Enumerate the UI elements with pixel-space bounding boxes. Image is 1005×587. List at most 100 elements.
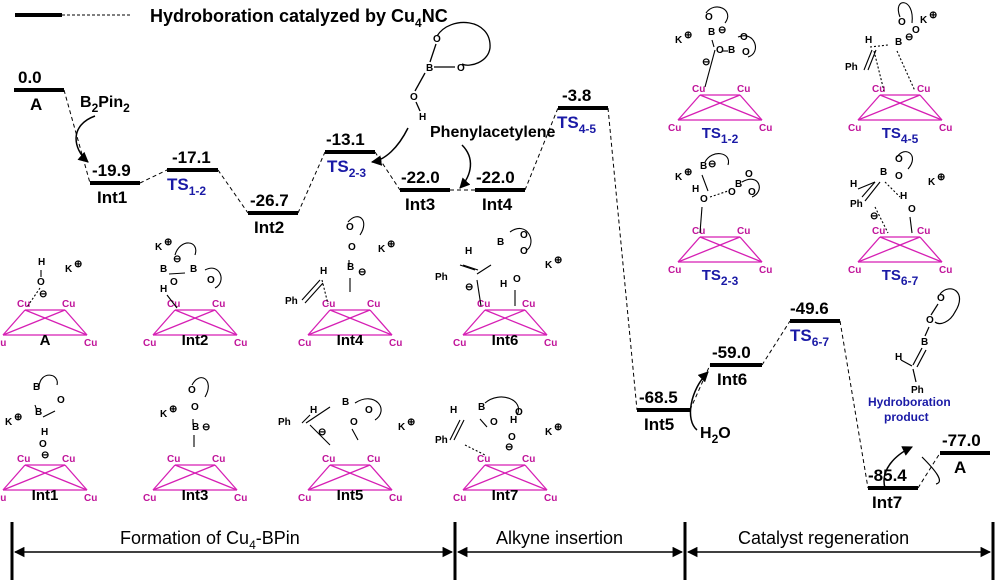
atom-label: ⊕: [14, 412, 22, 423]
atom-label: O: [348, 242, 356, 253]
atom-label: K: [675, 172, 683, 183]
reagent-phenylacetylene: Phenylacetylene: [430, 124, 556, 189]
atom-label: O: [365, 405, 373, 416]
atom-label: Ph: [845, 62, 858, 73]
cu-atom: Cu: [17, 454, 30, 465]
atom-label: B: [700, 161, 707, 172]
level-label-Aend: A: [954, 458, 966, 477]
cu-atom: Cu: [143, 338, 156, 349]
svg-text:O: O: [433, 34, 441, 45]
atom-label: H: [160, 284, 167, 295]
atom-label: H: [510, 415, 517, 426]
atom-label: ⊖: [708, 159, 716, 170]
atom-label: K: [928, 177, 936, 188]
connector-Int6-TS67: [761, 320, 791, 366]
atom-label: ⊖: [465, 282, 473, 293]
atom-label: K: [545, 260, 553, 271]
atom-label: ⊕: [554, 255, 562, 266]
atom-label: O: [520, 246, 528, 257]
atom-label: O: [508, 432, 516, 443]
svg-text:Hydroboration: Hydroboration: [868, 395, 951, 409]
energy-value-Int1: -19.9: [92, 161, 131, 180]
energy-value-Int7: -85.4: [868, 466, 907, 485]
atom-label: K: [675, 35, 683, 46]
atom-label: O: [57, 395, 65, 406]
atom-label: ⊖: [358, 267, 366, 278]
atom-label: ⊖: [202, 422, 210, 433]
ligand-A: HOK⊕⊖: [26, 257, 82, 308]
cu-atom: Cu: [212, 454, 225, 465]
energy-value-Int3: -22.0: [401, 168, 440, 187]
atom-label: O: [912, 25, 920, 36]
cu-atom: Cu: [668, 123, 681, 134]
energy-value-Int6: -59.0: [712, 343, 751, 362]
atom-label: ⊕: [407, 417, 415, 428]
atom-label: Ph: [285, 296, 298, 307]
atom-label: O: [170, 277, 178, 288]
atom-label: O: [745, 169, 753, 180]
atom-label: ⊕: [74, 259, 82, 270]
atom-label: ⊖: [718, 25, 726, 36]
atom-label: ⊕: [684, 167, 692, 178]
level-label-Int3: Int3: [405, 195, 435, 214]
cu-atom: Cu: [453, 493, 466, 504]
level-label-TS12: TS1-2: [167, 175, 206, 198]
svg-text:H: H: [419, 112, 426, 123]
phase-bar: Formation of Cu4-BPin Alkyne insertion C…: [10, 522, 995, 580]
cu-atom: Cu: [737, 226, 750, 237]
cu-atom: Cu: [143, 493, 156, 504]
atom-label: O: [742, 47, 750, 58]
atom-label: K: [398, 422, 406, 433]
connector-A-Int1: [63, 89, 91, 184]
hydroboration-product: Hydroboration product O O B H Ph: [868, 288, 961, 489]
atom-label: B: [347, 262, 354, 273]
atom-label: O: [191, 402, 199, 413]
cu-atom: Cu: [917, 84, 930, 95]
energy-value-TS45: -3.8: [562, 86, 591, 105]
atom-label: B: [880, 167, 887, 178]
atom-label: K: [160, 409, 168, 420]
svg-text:product: product: [884, 410, 929, 424]
structure-label-Int4: Int4: [337, 332, 364, 349]
atom-label: ⊕: [164, 237, 172, 248]
atom-label: O: [37, 277, 45, 288]
cu-atom: Cu: [298, 338, 311, 349]
level-label-TS67: TS6-7: [790, 326, 829, 349]
energy-levels: 0.0A-19.9Int1-17.1TS1-2-26.7Int2-13.1TS2…: [14, 68, 990, 512]
cu-atom: Cu: [0, 338, 6, 349]
cu-atom: Cu: [0, 493, 6, 504]
atom-label: B: [190, 264, 197, 275]
atom-label: Ph: [278, 417, 291, 428]
atom-label: ⊖: [318, 427, 326, 438]
atom-label: O: [705, 12, 713, 23]
atom-label: B: [35, 407, 42, 418]
atom-label: K: [65, 264, 73, 275]
atom-label: ⊖: [173, 254, 181, 265]
atom-label: B: [708, 27, 715, 38]
atom-label: ⊖: [870, 211, 878, 222]
cu-atom: Cu: [522, 299, 535, 310]
connector-TS67-Int7: [839, 320, 869, 489]
svg-text:B: B: [921, 337, 928, 348]
svg-text:O: O: [457, 63, 465, 74]
atom-label: B: [478, 402, 485, 413]
atom-label: O: [895, 154, 903, 165]
atom-label: O: [350, 417, 358, 428]
level-label-Int5: Int5: [644, 415, 674, 434]
atom-label: K: [545, 427, 553, 438]
phase-catalyst-regeneration: Catalyst regeneration: [738, 528, 909, 548]
atom-label: ⊕: [937, 172, 945, 183]
atom-label: ⊖: [702, 57, 710, 68]
cu-atom: Cu: [367, 454, 380, 465]
cu-atom: Cu: [453, 338, 466, 349]
atom-label: H: [692, 184, 699, 195]
atom-label: O: [895, 171, 903, 182]
svg-text:B: B: [426, 63, 433, 74]
cu-atom: Cu: [737, 84, 750, 95]
